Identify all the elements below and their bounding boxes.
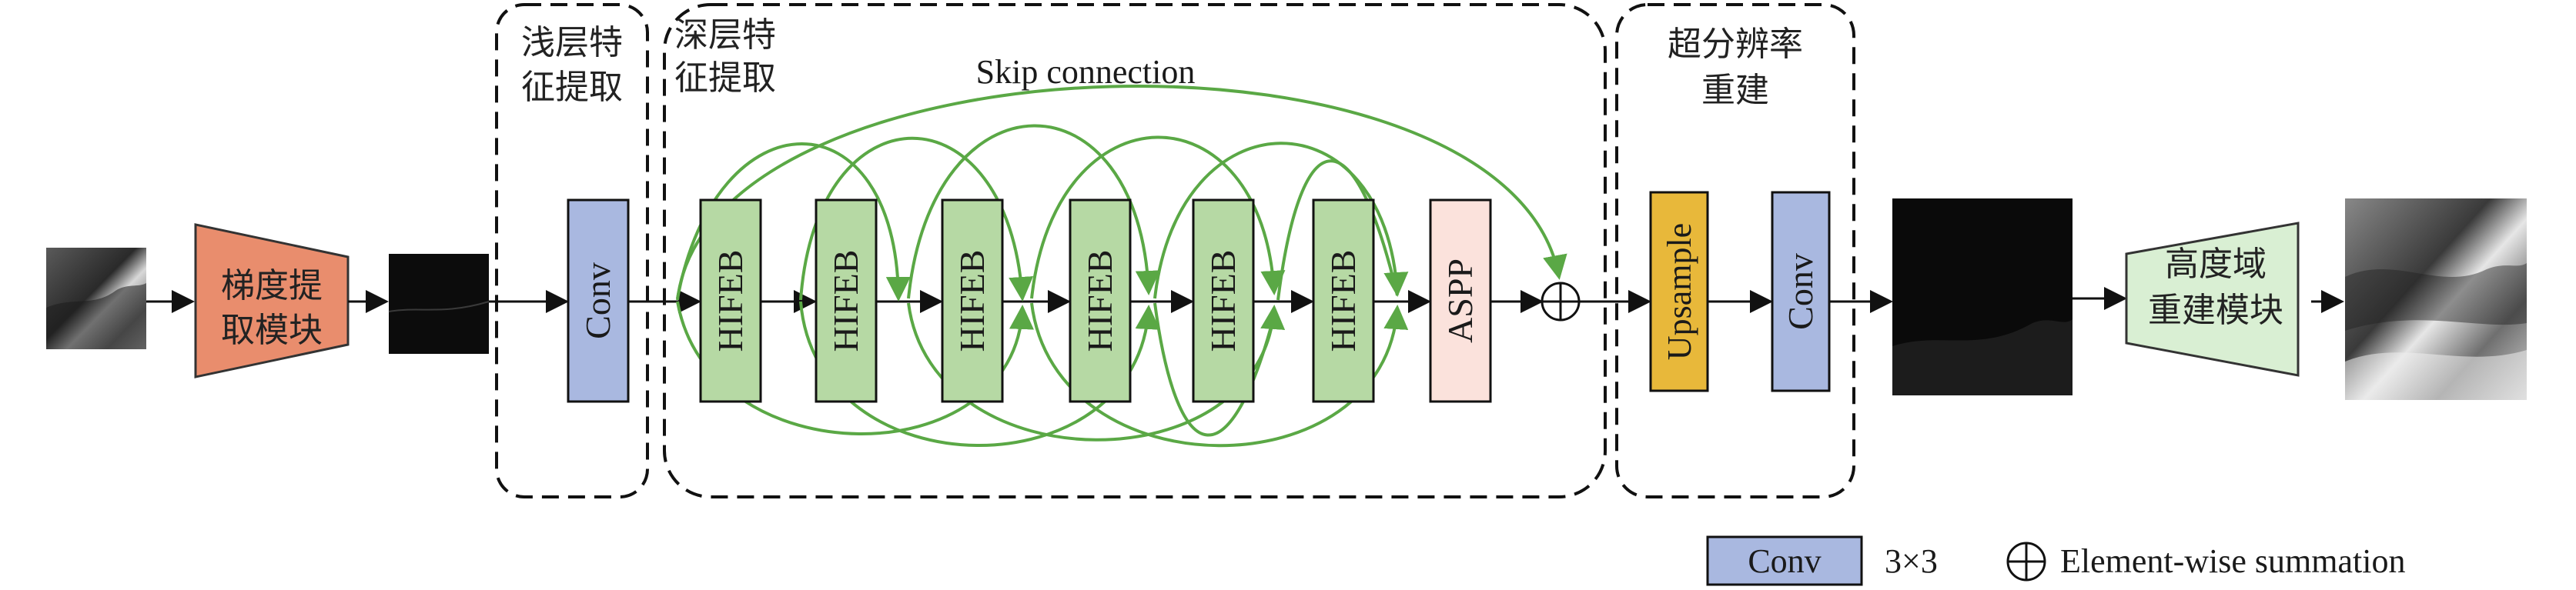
sr-title-line1: 超分辨率 xyxy=(1668,25,1803,64)
legend-sum-label: Element-wise summation xyxy=(2060,542,2405,580)
sr-feature-map-image xyxy=(1892,198,2073,395)
gradient-extraction-module xyxy=(194,223,350,378)
height-module-line1: 高度域 xyxy=(2165,245,2267,284)
height-reconstruction-module xyxy=(2125,222,2300,377)
shallow-title-line2: 征提取 xyxy=(521,68,623,107)
upsample-block xyxy=(1649,191,1709,392)
sr-conv-label: Conv xyxy=(1781,253,1820,330)
gradient-module-line2: 取模块 xyxy=(221,311,323,350)
deep-title-line1: 深层特 xyxy=(674,15,776,55)
sr-title-line2: 重建 xyxy=(1701,71,1769,110)
hifeb-label-3: HIFEB xyxy=(952,250,992,352)
sr-section-frame xyxy=(1615,3,1855,498)
output-dem-image xyxy=(2345,198,2527,400)
hifeb-block-1 xyxy=(699,198,762,403)
hifeb-block-6 xyxy=(1312,198,1375,403)
hifeb-block-4 xyxy=(1069,198,1132,403)
hifeb-label-2: HIFEB xyxy=(826,250,865,352)
main-flow-arrows xyxy=(146,287,2344,313)
aspp-label: ASPP xyxy=(1440,258,1480,343)
hifeb-label-4: HIFEB xyxy=(1080,250,1119,352)
hifeb-label-6: HIFEB xyxy=(1323,250,1363,352)
gradient-map-image xyxy=(388,254,490,354)
hifeb-label-5: HIFEB xyxy=(1203,250,1243,352)
legend-conv-label: Conv xyxy=(1748,542,1821,580)
shallow-conv-block xyxy=(567,198,630,403)
sr-conv-block xyxy=(1771,191,1831,392)
legend-sum-icon xyxy=(2006,542,2046,582)
hifeb-block-2 xyxy=(815,198,878,403)
aspp-block xyxy=(1429,198,1492,403)
element-wise-sum-node xyxy=(1541,282,1581,322)
height-module-line2: 重建模块 xyxy=(2148,291,2283,330)
gradient-module-line1: 梯度提 xyxy=(221,266,323,305)
skip-connection-label: Skip connection xyxy=(976,53,1196,91)
deep-section-frame xyxy=(663,3,1607,498)
legend-conv-size: 3×3 xyxy=(1885,542,1938,580)
hifeb-block-5 xyxy=(1192,198,1255,403)
shallow-conv-label: Conv xyxy=(578,262,617,339)
shallow-title-line1: 浅层特 xyxy=(521,23,623,62)
deep-title-line2: 征提取 xyxy=(674,58,776,98)
legend-conv-box xyxy=(1706,535,1863,586)
hifeb-block-3 xyxy=(941,198,1004,403)
upsample-label: Upsample xyxy=(1661,223,1698,360)
input-dem-image xyxy=(46,248,146,349)
shallow-section-frame xyxy=(495,3,649,498)
hifeb-label-1: HIFEB xyxy=(711,250,750,352)
